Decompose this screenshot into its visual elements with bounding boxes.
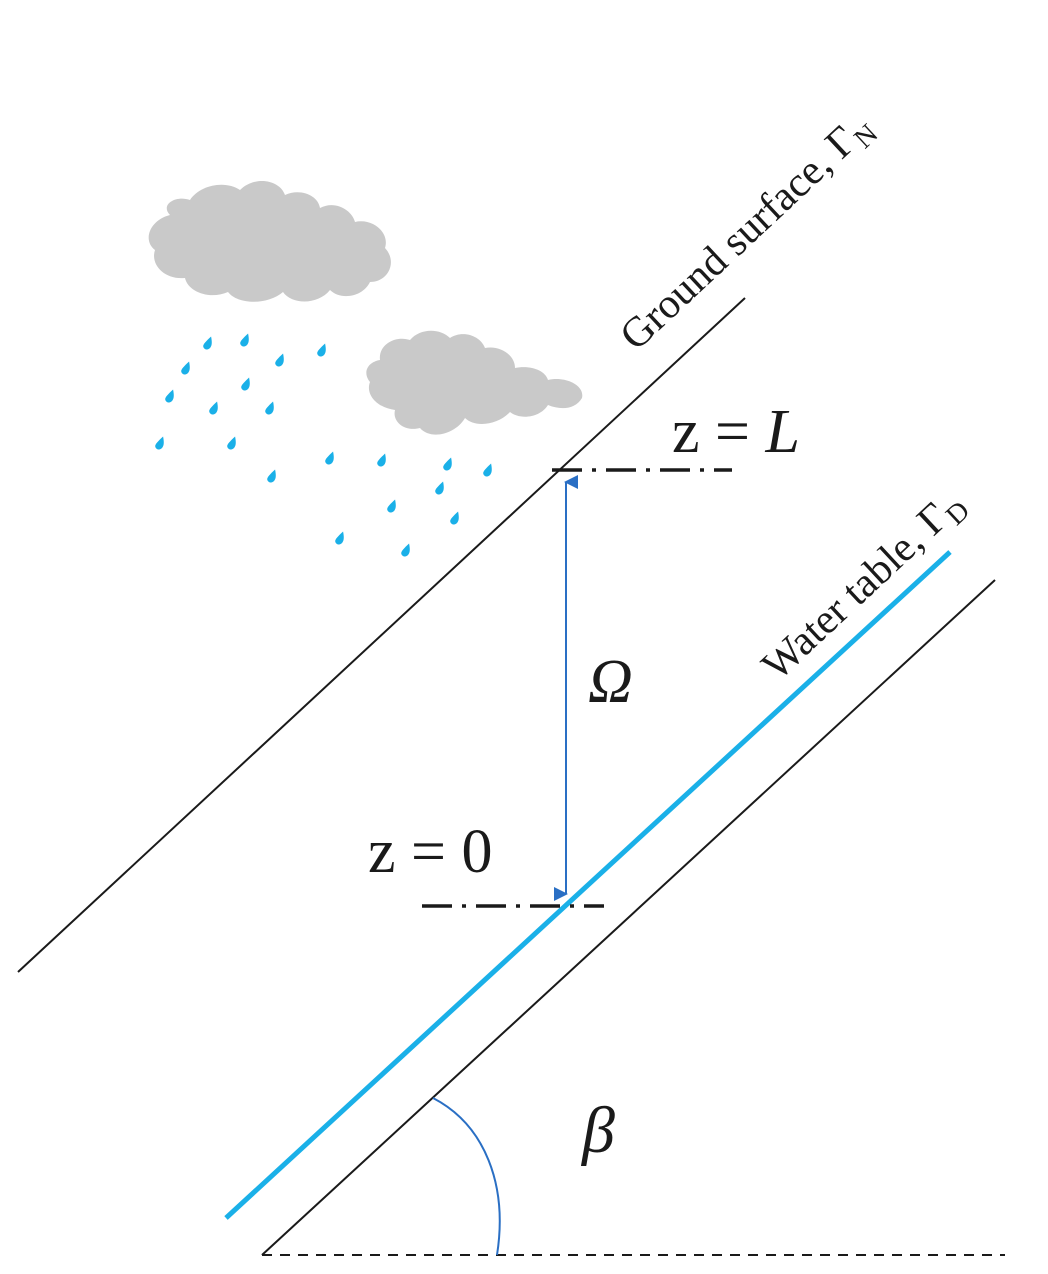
water-table-line <box>224 550 952 1220</box>
raindrop-icon <box>154 435 167 451</box>
raindrop-icon <box>400 542 413 558</box>
slope-angle-beta-label: β <box>580 1094 615 1167</box>
cloud-icon <box>366 330 583 435</box>
raindrop-icon <box>324 450 337 466</box>
raindrop-icon <box>482 462 495 478</box>
angle-arc <box>432 1097 501 1256</box>
raindrop-icon <box>180 360 193 376</box>
domain-omega-label: Ω <box>588 648 633 716</box>
lower-slope-line <box>261 579 996 1256</box>
raindrop-icon <box>266 468 279 484</box>
raindrop-icon <box>449 510 462 526</box>
raindrop-icon <box>334 530 347 546</box>
raindrop-icon <box>240 376 253 392</box>
cloud-icon <box>148 180 391 302</box>
raindrop-icon <box>239 332 252 348</box>
raindrop-icon <box>264 400 277 416</box>
raindrop-icon <box>442 456 455 472</box>
water-table-label: Water table, ΓD <box>753 480 976 692</box>
ground-surface-label: Ground surface, ΓN <box>611 104 884 363</box>
raindrop-icon <box>226 435 239 451</box>
z-0-label: z = 0 <box>368 818 493 886</box>
ground-surface-line <box>17 297 746 973</box>
raindrop-icon <box>208 400 221 416</box>
raindrop-icon <box>376 452 389 468</box>
raindrop-icon <box>274 352 287 368</box>
raindrop-icon <box>316 342 329 358</box>
raindrop-icon <box>202 335 215 351</box>
z-L-label: z = L <box>672 398 800 466</box>
raindrop-icon <box>386 498 399 514</box>
raindrop-icon <box>434 480 447 496</box>
raindrop-icon <box>164 388 177 404</box>
